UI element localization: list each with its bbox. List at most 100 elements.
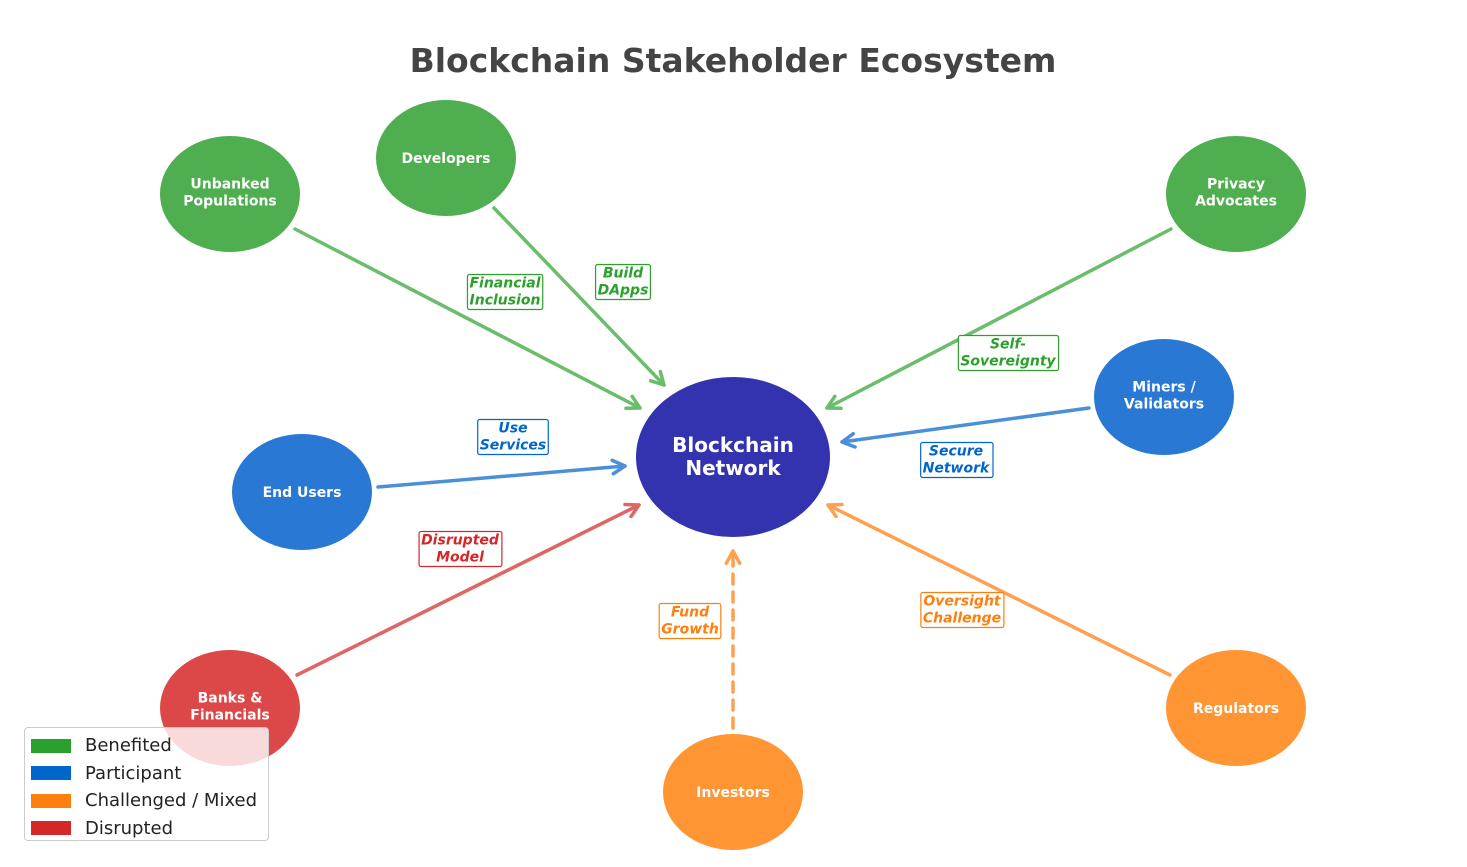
legend-label-challenged: Challenged / Mixed (85, 790, 258, 812)
arrowhead-icon (825, 394, 843, 411)
edge-label-privacy: Self-Sovereignty (957, 334, 1060, 372)
stakeholder-node-label-line-1: Miners / (1132, 380, 1196, 396)
edge-line (295, 503, 641, 677)
legend-swatch-benefited (31, 738, 71, 753)
legend-label-participant: Participant (85, 762, 182, 784)
edge-line (825, 227, 1173, 410)
edge-label-line-1: Fund (671, 605, 710, 621)
legend-item-challenged: Challenged / Mixed (31, 787, 268, 815)
edge-label-box (466, 273, 544, 311)
stakeholder-node-label-line-2: Validators (1124, 397, 1204, 413)
edge-label-line-2: Inclusion (470, 293, 541, 309)
edge-line (492, 206, 666, 387)
legend-item-participant: Participant (31, 760, 268, 788)
arrowhead-icon (840, 431, 857, 449)
stakeholder-node-shape (232, 434, 372, 550)
legend-label-disrupted: Disrupted (85, 817, 174, 839)
edge-label-line-1: Build (603, 266, 644, 282)
edge-label-line-2: Sovereignty (960, 354, 1056, 370)
stakeholder-node-shape (1166, 650, 1306, 766)
arrowhead-icon (826, 502, 844, 519)
stakeholder-node-developers: Developers (376, 100, 516, 216)
edge-label-box (920, 441, 994, 479)
stakeholder-node-label-line-2: Advocates (1195, 194, 1277, 210)
edge-label-line-1: Self- (990, 337, 1026, 353)
stakeholder-node-label-line-1: End Users (263, 485, 342, 501)
arrowhead-icon (623, 502, 641, 519)
edge-label-box (658, 602, 722, 640)
stakeholder-node-label-line-1: Developers (402, 151, 491, 167)
edges-layer (293, 206, 1173, 730)
edge-label-line-2: Challenge (923, 611, 1001, 627)
stakeholder-node-label-line-2: Populations (183, 194, 277, 210)
arrowhead-icon (724, 549, 742, 566)
edge-unbanked-to-center (293, 227, 642, 411)
legend-swatch-participant (31, 766, 71, 781)
stakeholder-node-shape (1166, 136, 1306, 252)
edge-label-box (920, 591, 1005, 629)
edge-line (376, 464, 627, 489)
stakeholder-node-label-line-1: Unbanked (190, 177, 269, 193)
arrowhead-icon (648, 369, 666, 387)
stakeholder-node-endusers: End Users (232, 434, 372, 550)
edge-label-box (477, 418, 549, 456)
edge-label-line-2: Network (923, 461, 991, 477)
legend-swatch-challenged (31, 793, 71, 808)
edge-miners-to-center (840, 406, 1091, 449)
edge-label-line-2: Growth (661, 622, 719, 638)
edge-developers-to-center (492, 206, 666, 387)
stakeholder-node-shape (663, 734, 803, 850)
edge-privacy-to-center (825, 227, 1173, 411)
stakeholder-node-label-line-2: Financials (190, 708, 269, 724)
stakeholder-node-investors: Investors (663, 734, 803, 850)
edge-label-line-2: Model (436, 550, 484, 566)
stakeholder-node-label-line-1: Privacy (1207, 177, 1265, 193)
legend-item-disrupted: Disrupted (31, 815, 268, 843)
arrowhead-icon (624, 394, 642, 411)
edge-regulators-to-center (826, 502, 1172, 677)
edge-label-line-2: DApps (598, 283, 649, 299)
edge-endusers-to-center (376, 458, 627, 489)
center-node-shape (636, 377, 830, 537)
stakeholder-node-shape (1094, 339, 1234, 455)
edge-banks-to-center (295, 502, 641, 677)
stakeholder-node-label-line-1: Banks & (198, 691, 263, 707)
edge-investors-to-center (724, 549, 742, 730)
edge-line (826, 503, 1172, 677)
stakeholder-node-shape (376, 100, 516, 216)
legend-swatch-disrupted (31, 821, 71, 836)
stakeholder-node-regulators: Regulators (1166, 650, 1306, 766)
center-node: Blockchain Network (636, 377, 830, 537)
legend-label-benefited: Benefited (85, 735, 172, 757)
edge-label-line-1: Disrupted (421, 533, 500, 549)
diagram-title: Blockchain Stakeholder Ecosystem (410, 41, 1057, 80)
center-node-label-line-1: Blockchain (672, 433, 794, 457)
edge-line (840, 406, 1091, 444)
edge-line (293, 227, 642, 410)
legend: Benefited Participant Challenged / Mixed… (24, 727, 269, 841)
stakeholder-node-shape (160, 136, 300, 252)
edge-label-line-1: Oversight (923, 594, 1002, 610)
edge-label-box (957, 334, 1060, 372)
stakeholder-node-label-line-1: Investors (696, 785, 770, 801)
edge-label-line-1: Financial (469, 276, 540, 292)
center-node-label-line-2: Network (685, 456, 781, 480)
stakeholder-node-miners: Miners /Validators (1094, 339, 1234, 455)
edge-label-line-1: Use (498, 421, 527, 437)
arrowhead-icon (610, 458, 627, 476)
edge-label-line-2: Services (480, 438, 547, 454)
edge-label-box (418, 530, 503, 568)
legend-item-benefited: Benefited (31, 732, 268, 760)
edge-label-box (594, 263, 652, 301)
stakeholder-node-label-line-1: Regulators (1193, 701, 1279, 717)
